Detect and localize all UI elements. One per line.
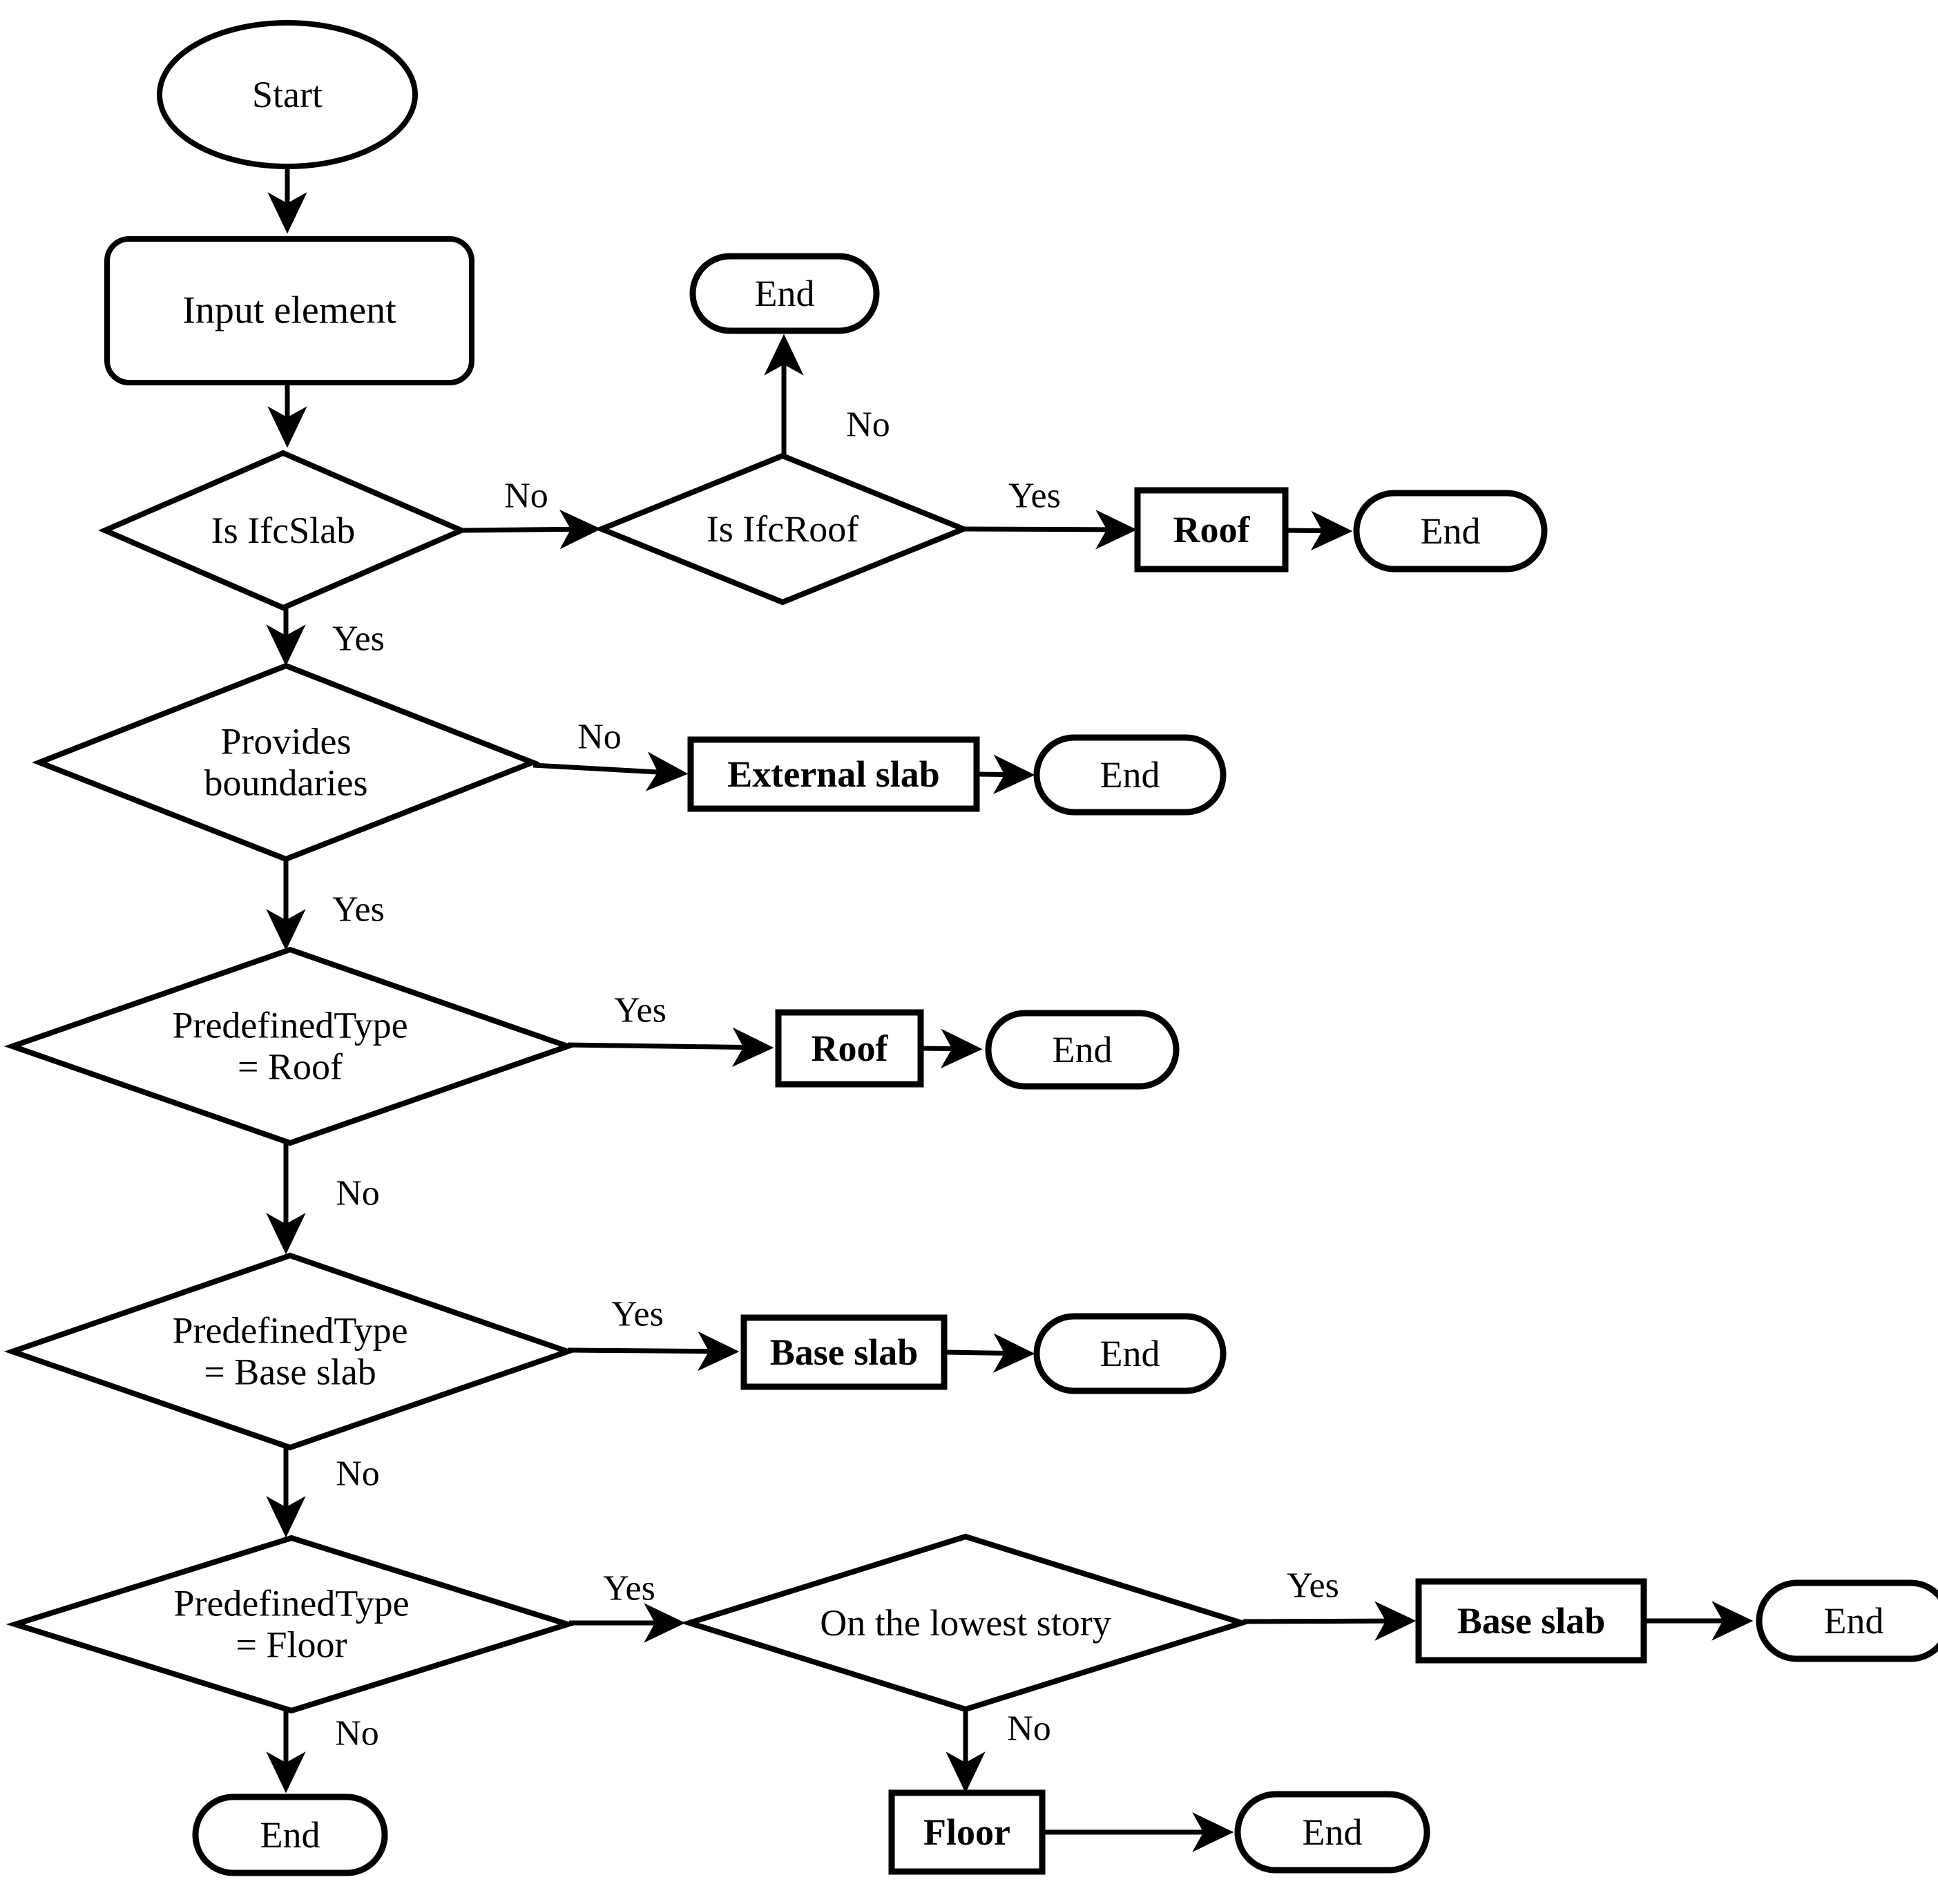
node-shape-pdt-floor[interactable] xyxy=(6,1535,577,1714)
node-shape-layer xyxy=(3,20,1938,1876)
edge-roof2-to-end xyxy=(921,1028,983,1069)
node-shape-start[interactable] xyxy=(157,20,418,169)
node-shape-result-floor[interactable] xyxy=(888,1789,1046,1875)
node-shape-end-roof-1[interactable] xyxy=(1353,490,1548,573)
edge-base-slab1-to-end xyxy=(944,1333,1035,1373)
node-shape-pdt-base-slab[interactable] xyxy=(3,1252,577,1451)
node-shape-pdt-roof[interactable] xyxy=(3,946,577,1146)
node-shape-provides-bound[interactable] xyxy=(32,662,540,863)
edge-roof1-to-end xyxy=(1285,510,1353,551)
edge-pdt-base-slab-yes-to-base-slab xyxy=(567,1331,740,1372)
edge-external-slab-to-end xyxy=(977,754,1035,795)
node-shape-end-ext-slab[interactable] xyxy=(1033,734,1227,816)
node-shape-result-ext-slab[interactable] xyxy=(687,736,980,812)
node-shape-end-floor-no[interactable] xyxy=(192,1794,388,1876)
edge-pdt-roof-yes-to-roof xyxy=(567,1027,774,1067)
node-shape-result-roof-1[interactable] xyxy=(1134,487,1289,573)
node-shape-end-base-1[interactable] xyxy=(1033,1313,1227,1394)
node-shape-end-ifcroof-no[interactable] xyxy=(689,253,880,334)
edge-is-ifcroof-yes-to-roof xyxy=(963,510,1138,550)
edge-provides-boundaries-no-to-external-slab xyxy=(533,751,689,791)
node-shape-result-base-2[interactable] xyxy=(1415,1578,1647,1664)
edge-layer: Is IfcRoof --> End --> Roof --> Provides… xyxy=(266,166,1754,1852)
node-shape-is-ifcroof[interactable] xyxy=(594,452,971,606)
node-shape-input-element[interactable] xyxy=(104,236,474,385)
node-shape-result-roof-2[interactable] xyxy=(775,1009,924,1088)
edge-lowest-story-yes-to-base-slab xyxy=(1243,1601,1417,1641)
node-shape-end-base-2[interactable] xyxy=(1756,1579,1938,1662)
node-shape-is-ifcslab[interactable] xyxy=(97,450,469,611)
edge-is-ifcslab-no-to-is-ifcroof xyxy=(461,509,602,550)
node-shape-result-base-1[interactable] xyxy=(740,1314,948,1390)
node-shape-lowest-story[interactable] xyxy=(680,1533,1251,1713)
node-shape-end-floor[interactable] xyxy=(1234,1791,1430,1874)
node-shape-end-roof-2[interactable] xyxy=(985,1010,1180,1090)
